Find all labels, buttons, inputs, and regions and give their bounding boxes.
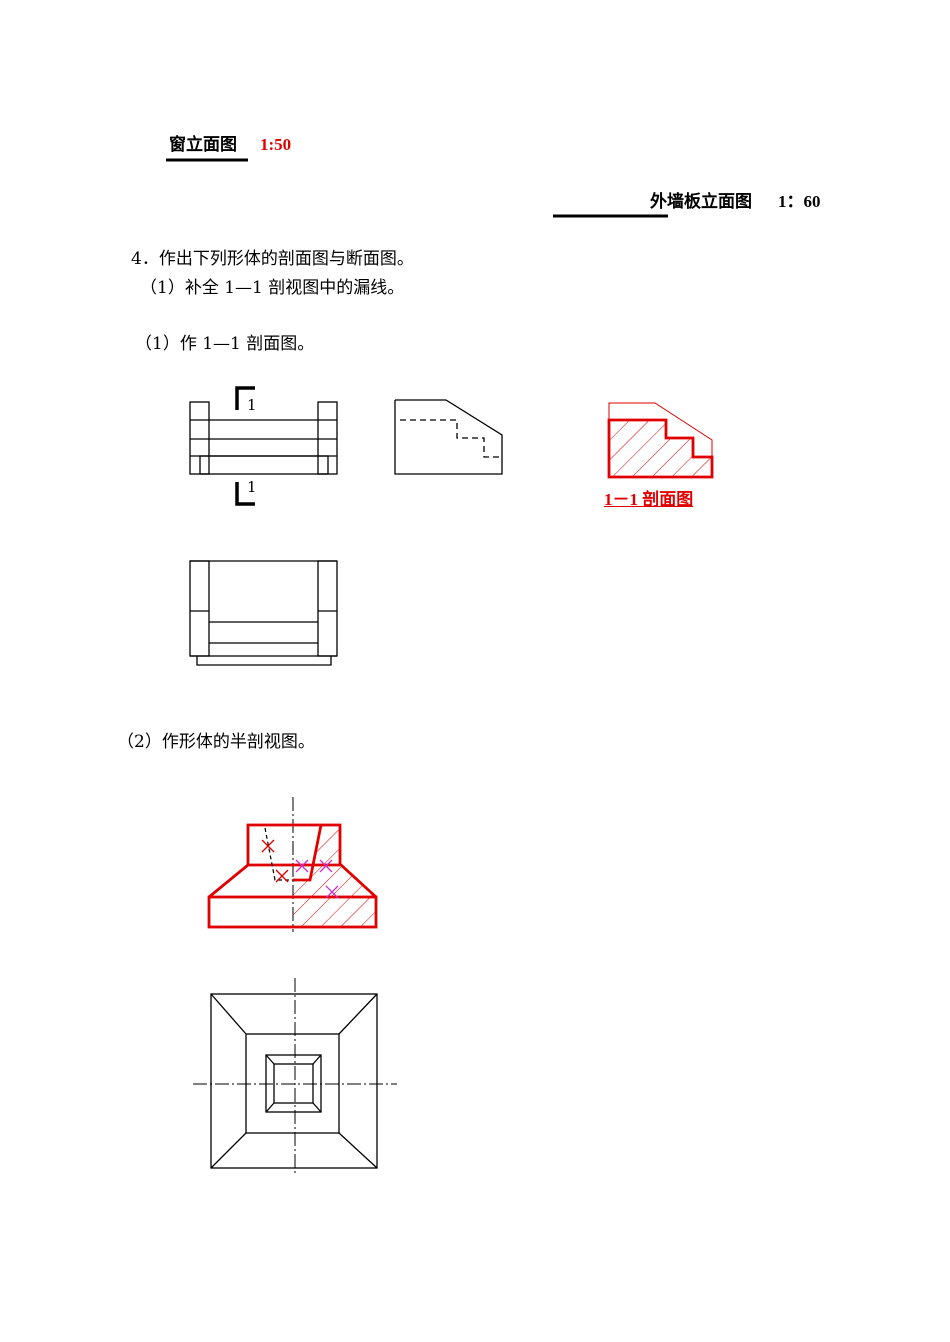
cut-label-bottom: 1 (247, 478, 257, 496)
side-elevation-hidden-lines (400, 419, 502, 458)
section-1-1-answer (607, 402, 714, 479)
frustum-plan-view (210, 993, 378, 1169)
section-caption: 1－1 剖面图 (604, 490, 694, 509)
exercise-subtask-1b: （1）作 1—1 剖面图。 (135, 334, 315, 354)
plan-view-with-cut (189, 401, 338, 475)
plan-centerlines (193, 978, 397, 1175)
half-section-elevation (207, 797, 378, 932)
wall-panel-elevation-title: 外墙板立面图 (650, 192, 752, 211)
side-elevation-view (394, 399, 503, 475)
cut-label-top: 1 (247, 396, 257, 414)
exercise-subtask-2: （2）作形体的半剖视图。 (117, 732, 315, 752)
cut-plane-marks (235, 386, 255, 506)
window-elevation-scale: 1:50 (260, 135, 292, 154)
wall-panel-elevation-scale: 1：60 (778, 192, 821, 211)
exercise-heading: 4．作出下列形体的剖面图与断面图。 (131, 249, 414, 269)
window-elevation-title: 窗立面图 (169, 135, 237, 154)
front-elevation-view (189, 560, 338, 666)
exercise-subtask-1: （1）补全 1—1 剖视图中的漏线。 (140, 278, 405, 298)
